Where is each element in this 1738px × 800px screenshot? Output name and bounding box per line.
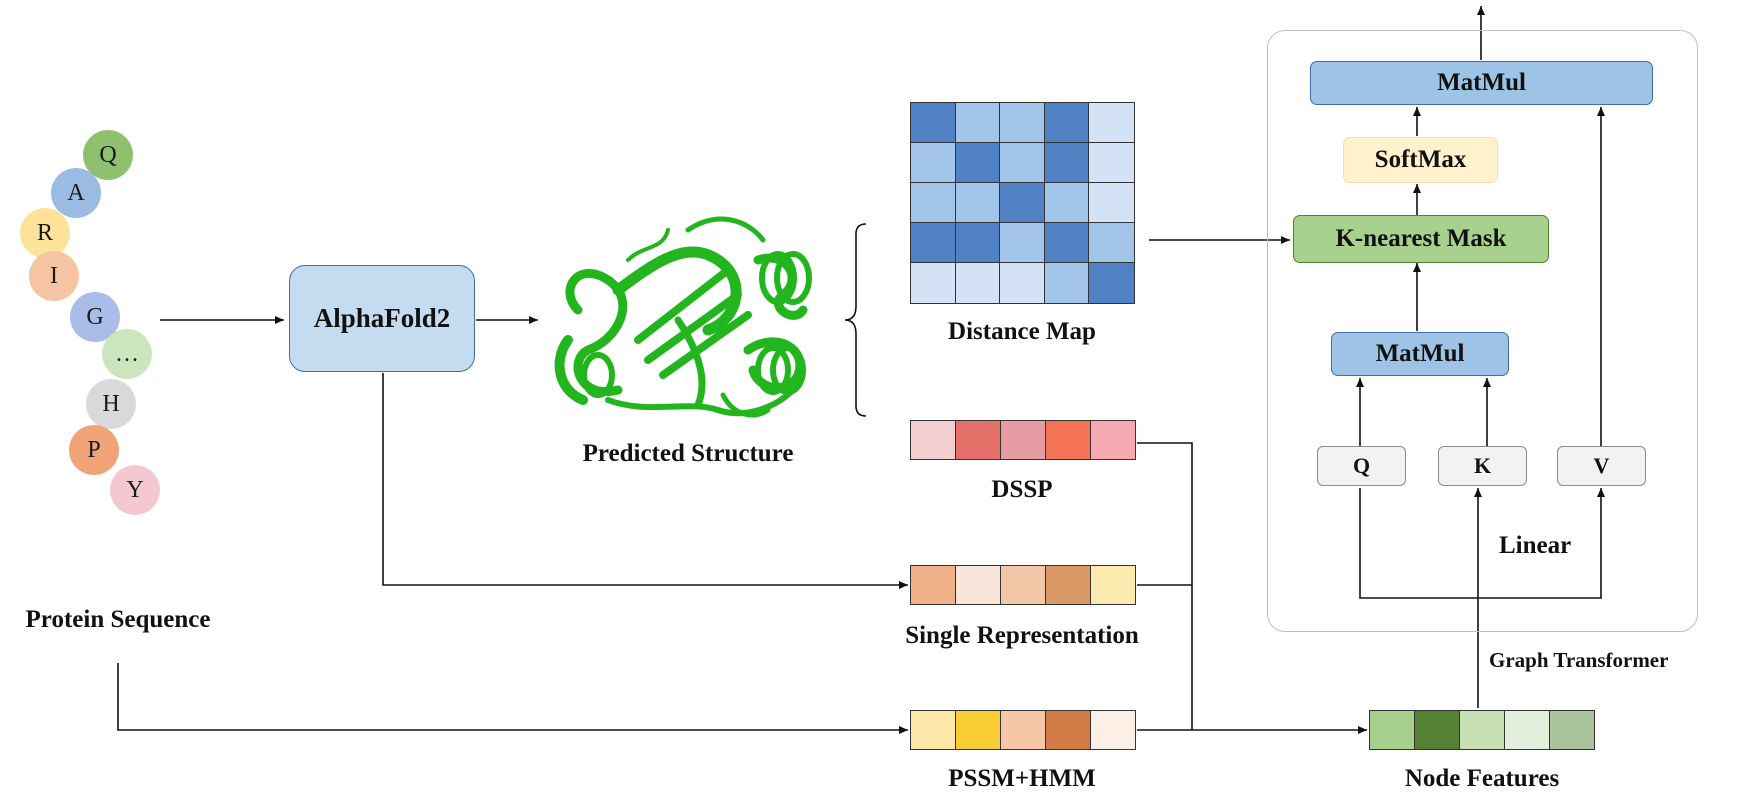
dssp-cell-1 xyxy=(911,421,956,459)
alphafold2-box: AlphaFold2 xyxy=(289,265,475,372)
node-feature-cell-3 xyxy=(1460,711,1505,749)
arrow-sequence-to-pssm xyxy=(117,663,908,734)
distance-cell-2-0 xyxy=(911,183,956,223)
distance-cell-2-2 xyxy=(1000,183,1045,223)
dssp-cell-5 xyxy=(1091,421,1135,459)
softmax-label: SoftMax xyxy=(1374,146,1467,173)
residue-3: R xyxy=(20,208,70,258)
value-box: V xyxy=(1557,446,1646,486)
protein-structure-image xyxy=(554,216,812,418)
distance-cell-3-0 xyxy=(911,223,956,263)
distance-cell-1-3 xyxy=(1044,143,1090,183)
residue-1: Q xyxy=(83,130,133,180)
dssp-cell-4 xyxy=(1046,421,1091,459)
distance-cell-3-4 xyxy=(1089,223,1134,263)
single-representation-label: Single Representation xyxy=(905,622,1139,649)
pssm-hmm-vector xyxy=(910,710,1136,750)
node-features-vector xyxy=(1369,710,1595,750)
pssm-cell-3 xyxy=(1001,711,1046,749)
predicted-structure-label: Predicted Structure xyxy=(582,440,794,467)
distance-cell-2-4 xyxy=(1089,183,1134,223)
node-features-label: Node Features xyxy=(1404,765,1560,792)
key-label: K xyxy=(1473,453,1492,478)
distance-cell-2-1 xyxy=(955,183,1001,223)
residue-8: P xyxy=(69,425,119,475)
distance-cell-0-2 xyxy=(1000,103,1045,143)
pssm-cell-5 xyxy=(1091,711,1135,749)
k-nearest-mask-label: K-nearest Mask xyxy=(1335,225,1507,252)
dssp-vector xyxy=(910,420,1136,460)
residue-9: Y xyxy=(110,465,160,515)
distance-cell-4-2 xyxy=(1000,263,1045,303)
distance-cell-1-0 xyxy=(911,143,956,183)
dssp-cell-2 xyxy=(956,421,1001,459)
alphafold2-label: AlphaFold2 xyxy=(313,303,451,333)
graph-transformer-label: Graph Transformer xyxy=(1489,648,1669,672)
distance-cell-2-3 xyxy=(1044,183,1090,223)
distance-cell-1-1 xyxy=(955,143,1001,183)
matmul-top-label: MatMul xyxy=(1437,69,1526,96)
residue-6: … xyxy=(102,329,152,379)
distance-cell-4-4 xyxy=(1089,263,1134,303)
single-rep-cell-3 xyxy=(1001,566,1046,604)
distance-cell-3-2 xyxy=(1000,223,1045,263)
distance-cell-3-1 xyxy=(955,223,1001,263)
matmul-mid-label: MatMul xyxy=(1375,340,1465,367)
query-label: Q xyxy=(1352,453,1371,478)
dssp-cell-3 xyxy=(1001,421,1046,459)
distance-map-grid xyxy=(910,102,1135,304)
graph-transformer-panel xyxy=(1267,30,1698,632)
pssm-cell-2 xyxy=(956,711,1001,749)
matmul-top-box: MatMul xyxy=(1310,61,1653,105)
single-rep-cell-5 xyxy=(1091,566,1135,604)
dssp-label: DSSP xyxy=(991,476,1053,503)
distance-cell-0-3 xyxy=(1044,103,1090,143)
protein-sequence-label: Protein Sequence xyxy=(25,606,211,633)
residue-7: H xyxy=(86,379,136,429)
arrow-features-merge xyxy=(1137,442,1367,730)
pssm-cell-4 xyxy=(1046,711,1091,749)
value-label: V xyxy=(1593,453,1610,478)
distance-cell-4-1 xyxy=(955,263,1001,303)
single-representation-vector xyxy=(910,565,1136,605)
pssm-hmm-label: PSSM+HMM xyxy=(948,765,1096,792)
pssm-cell-1 xyxy=(911,711,956,749)
node-feature-cell-5 xyxy=(1550,711,1594,749)
query-box: Q xyxy=(1317,446,1406,486)
single-rep-cell-4 xyxy=(1046,566,1091,604)
distance-map-label: Distance Map xyxy=(948,318,1096,345)
distance-cell-3-3 xyxy=(1044,223,1090,263)
softmax-box: SoftMax xyxy=(1343,137,1498,183)
matmul-mid-box: MatMul xyxy=(1331,332,1509,376)
residue-4: I xyxy=(29,251,79,301)
distance-cell-1-4 xyxy=(1089,143,1134,183)
residue-2: A xyxy=(51,168,101,218)
distance-cell-4-0 xyxy=(911,263,956,303)
node-feature-cell-1 xyxy=(1370,711,1415,749)
arrow-alphafold-to-single-rep xyxy=(382,373,908,589)
single-rep-cell-1 xyxy=(911,566,956,604)
distance-cell-4-3 xyxy=(1044,263,1090,303)
key-box: K xyxy=(1438,446,1527,486)
distance-cell-0-4 xyxy=(1089,103,1134,143)
single-rep-cell-2 xyxy=(956,566,1001,604)
node-feature-cell-4 xyxy=(1505,711,1550,749)
arrow-linear-branches xyxy=(1359,488,1601,599)
distance-cell-0-0 xyxy=(911,103,956,143)
distance-cell-0-1 xyxy=(955,103,1001,143)
k-nearest-mask-box: K-nearest Mask xyxy=(1293,215,1549,263)
distance-cell-1-2 xyxy=(1000,143,1045,183)
linear-label: Linear xyxy=(1497,532,1574,560)
structure-brace xyxy=(844,223,867,417)
node-feature-cell-2 xyxy=(1415,711,1460,749)
